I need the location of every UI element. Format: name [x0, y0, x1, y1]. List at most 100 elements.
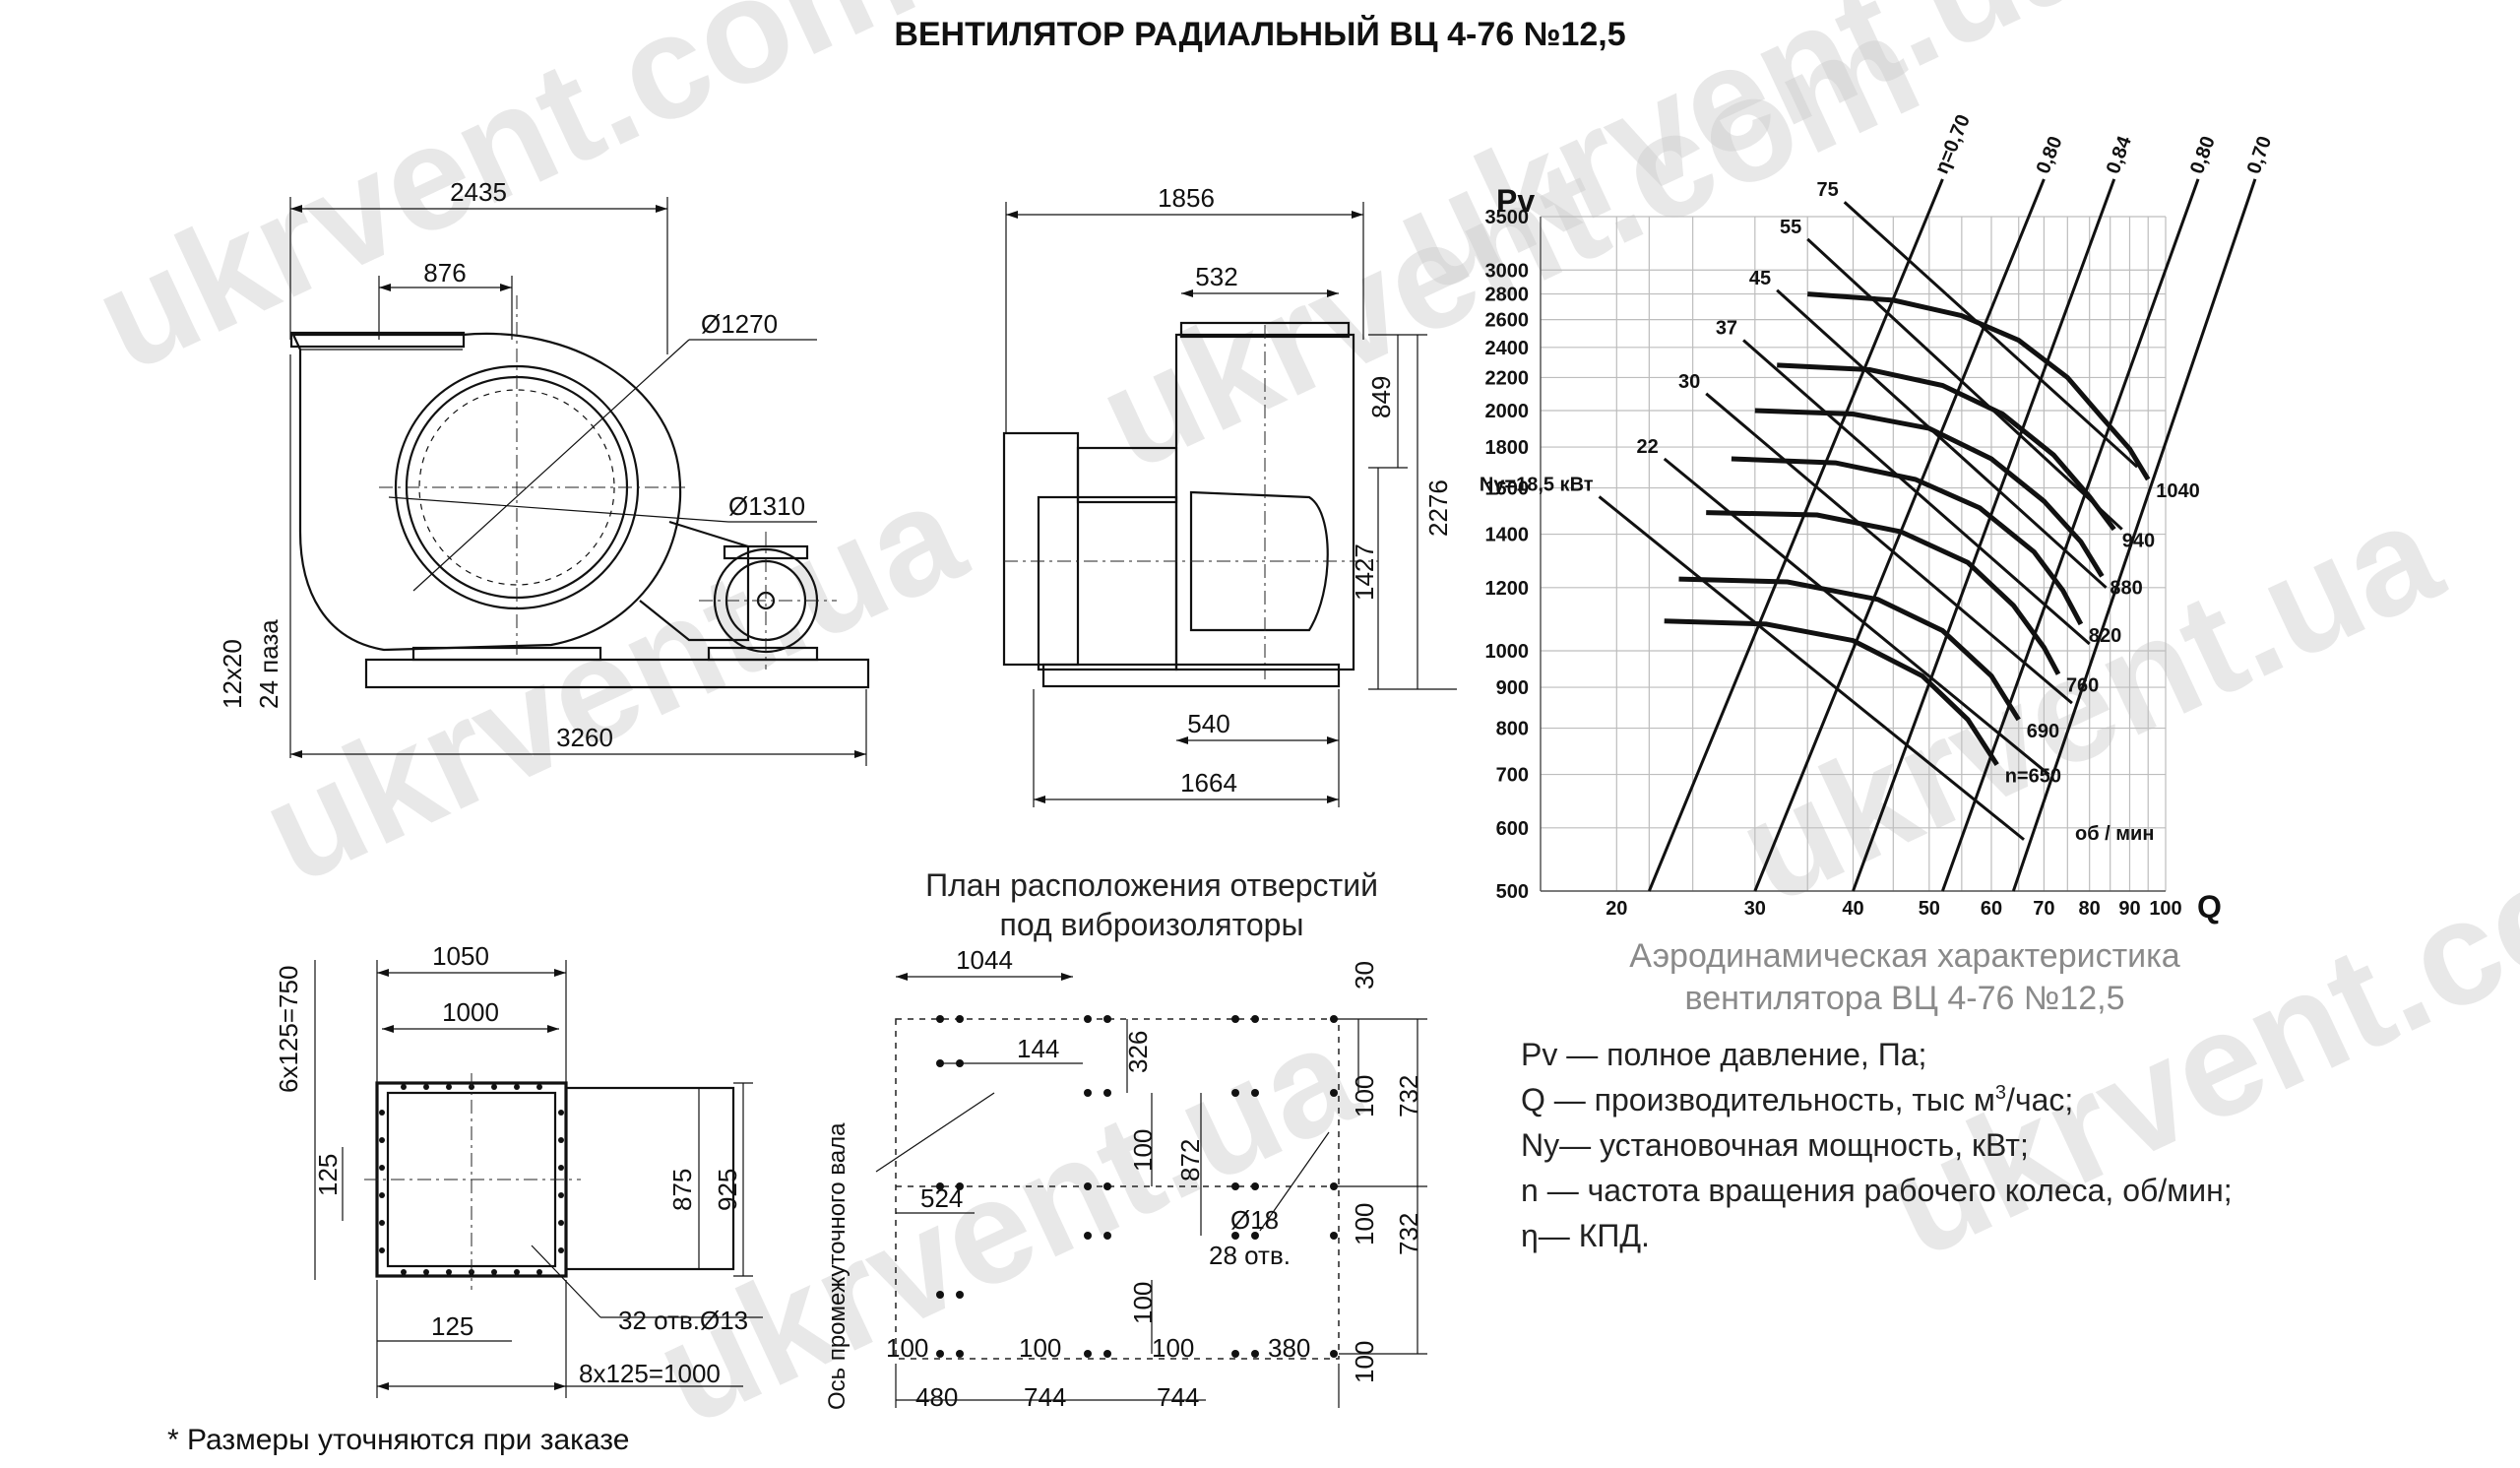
page-title: ВЕНТИЛЯТОР РАДИАЛЬНЫЙ ВЦ 4-76 №12,5 — [894, 15, 1625, 53]
dim-side-total-height: 2276 — [1423, 479, 1453, 537]
dim-front-slots-count: 24 паза — [254, 619, 284, 709]
hole-plan-title-line1: План расположения отверстий — [925, 867, 1378, 903]
dim-side-base-width: 1664 — [1180, 768, 1237, 798]
dim-side-flange: 532 — [1195, 262, 1237, 291]
dim-plan-b100-3: 100 — [1152, 1333, 1194, 1363]
dim-flange-side-pitch: 6х125=750 — [274, 966, 303, 1093]
intermediate-shaft-axis-label: Ось промежуточного вала — [824, 1122, 850, 1410]
dim-plan-hole-count: 28 отв. — [1209, 1241, 1291, 1270]
chart-power-line — [1806, 237, 2123, 531]
dim-flange-outer-height: 925 — [713, 1169, 742, 1211]
chart-efficiency-line — [1753, 178, 2046, 892]
chart-x-tick-label: 40 — [1842, 898, 1863, 920]
chart-y-tick-label: 2800 — [1485, 285, 1530, 306]
plan-holes — [936, 1015, 1338, 1358]
dim-plan-732-2: 732 — [1394, 1213, 1423, 1255]
chart-y-tick-label: 700 — [1496, 765, 1529, 787]
chart-efficiency-label: η=0,70 — [1931, 111, 1975, 176]
chart-x-tick-label: 60 — [1981, 898, 2002, 920]
dim-flange-holes: 32 отв.Ø13 — [618, 1306, 748, 1335]
chart-y-axis-title: Pv — [1496, 183, 1535, 219]
chart-speed-label: 880 — [2110, 577, 2142, 599]
dim-side-top-width: 1856 — [1158, 183, 1215, 213]
chart-x-tick-label: 20 — [1606, 898, 1627, 920]
chart-speed-label: 940 — [2122, 531, 2155, 552]
dim-front-outlet: 876 — [423, 258, 466, 287]
chart-y-tick-label: 1000 — [1485, 641, 1530, 663]
chart-efficiency-label: 0,70 — [2243, 134, 2276, 177]
chart-x-tick-label: 100 — [2149, 898, 2181, 920]
dim-plan-326: 326 — [1123, 1031, 1153, 1073]
chart-power-line — [1843, 201, 2139, 469]
chart-y-tick-label: 500 — [1496, 881, 1529, 903]
dim-side-axis-height: 1427 — [1350, 543, 1379, 601]
aerodynamic-chart: 5006007008009001000120014001600180020002… — [1480, 111, 2276, 925]
chart-caption-line2: вентилятора ВЦ 4-76 №12,5 — [1685, 980, 2125, 1017]
legend-n: n — частота вращения рабочего колеса, об… — [1521, 1173, 2233, 1208]
chart-speed-curve — [1807, 291, 2151, 481]
legend: Pv — полное давление, Па; Q — производит… — [1521, 1037, 2233, 1253]
flange-view-drawing: 1050 1000 6х125=750 125 875 925 — [274, 941, 763, 1398]
chart-efficiency-line — [2011, 178, 2257, 892]
chart-rpm-unit: об / мин — [2075, 823, 2154, 845]
chart-tick-labels: 5006007008009001000120014001600180020002… — [1485, 207, 2182, 920]
chart-power-line — [1776, 288, 2108, 589]
dim-plan-b480: 480 — [915, 1382, 958, 1412]
chart-y-tick-label: 3500 — [1485, 207, 1530, 228]
dim-flange-bottom-total: 8х125=1000 — [579, 1359, 721, 1388]
dim-plan-100-r2: 100 — [1350, 1203, 1379, 1245]
chart-speed-label: 690 — [2027, 721, 2059, 742]
legend-eta: η— КПД. — [1521, 1218, 1650, 1253]
side-view-drawing: 1856 532 849 2276 1427 540 — [1002, 183, 1457, 807]
chart-y-tick-label: 800 — [1496, 719, 1529, 740]
dim-plan-b744-2: 744 — [1157, 1382, 1199, 1412]
dim-front-diameter-1310: Ø1310 — [728, 491, 805, 521]
dim-plan-100-v2: 100 — [1128, 1282, 1158, 1324]
chart-y-tick-label: 1200 — [1485, 578, 1530, 600]
dim-plan-732-1: 732 — [1394, 1075, 1423, 1117]
dim-plan-b744-1: 744 — [1024, 1382, 1066, 1412]
chart-x-tick-label: 30 — [1744, 898, 1766, 920]
legend-q: Q — производительность, тыс м3/час; — [1521, 1082, 2073, 1117]
chart-speed-curve — [1664, 618, 1999, 766]
watermark: ukrvent.ua — [239, 448, 987, 915]
chart-y-tick-label: 900 — [1496, 677, 1529, 699]
dim-plan-top: 1044 — [956, 945, 1013, 975]
chart-x-tick-label: 70 — [2033, 898, 2054, 920]
dim-plan-524: 524 — [920, 1183, 963, 1213]
dim-front-slots: 12x20 — [218, 639, 247, 709]
chart-power-line — [1598, 495, 2025, 841]
chart-efficiency-line — [1852, 178, 2116, 892]
footnote: * Размеры уточняются при заказе — [167, 1424, 629, 1456]
chart-caption-line1: Аэродинамическая характеристика — [1629, 937, 2180, 975]
chart-power-label: 30 — [1678, 371, 1700, 393]
dim-front-overall-bottom: 3260 — [556, 723, 613, 752]
chart-speed-curve — [1754, 408, 2105, 578]
legend-pv: Pv — полное давление, Па; — [1521, 1037, 1926, 1072]
chart-y-tick-label: 1600 — [1485, 479, 1530, 500]
chart-efficiency-label: 0,80 — [2033, 133, 2067, 176]
chart-efficiency-label: 0,84 — [2103, 133, 2136, 177]
chart-power-label: 45 — [1749, 268, 1771, 289]
front-view-drawing: 2435 876 Ø1270 Ø1310 — [218, 177, 870, 766]
chart-speed-label: 760 — [2066, 675, 2099, 697]
chart-y-tick-label: 2600 — [1485, 310, 1530, 332]
chart-speed-label: 820 — [2089, 625, 2121, 647]
chart-power-label: 37 — [1716, 318, 1737, 340]
flange-bolt-holes — [379, 1084, 564, 1275]
chart-y-tick-label: 2200 — [1485, 367, 1530, 389]
legend-q-superscript: 3 — [1995, 1082, 2006, 1104]
chart-x-tick-label: 90 — [2118, 898, 2140, 920]
chart-speed-curve — [1678, 576, 2021, 722]
dim-plan-b100-1: 100 — [886, 1333, 928, 1363]
dim-side-outlet-height: 849 — [1366, 376, 1396, 418]
dim-plan-b100-2: 100 — [1019, 1333, 1061, 1363]
chart-y-tick-label: 2000 — [1485, 401, 1530, 422]
chart-y-tick-label: 2400 — [1485, 338, 1530, 359]
chart-y-tick-label: 600 — [1496, 818, 1529, 840]
dim-plan-hole-diameter: Ø18 — [1230, 1205, 1279, 1235]
